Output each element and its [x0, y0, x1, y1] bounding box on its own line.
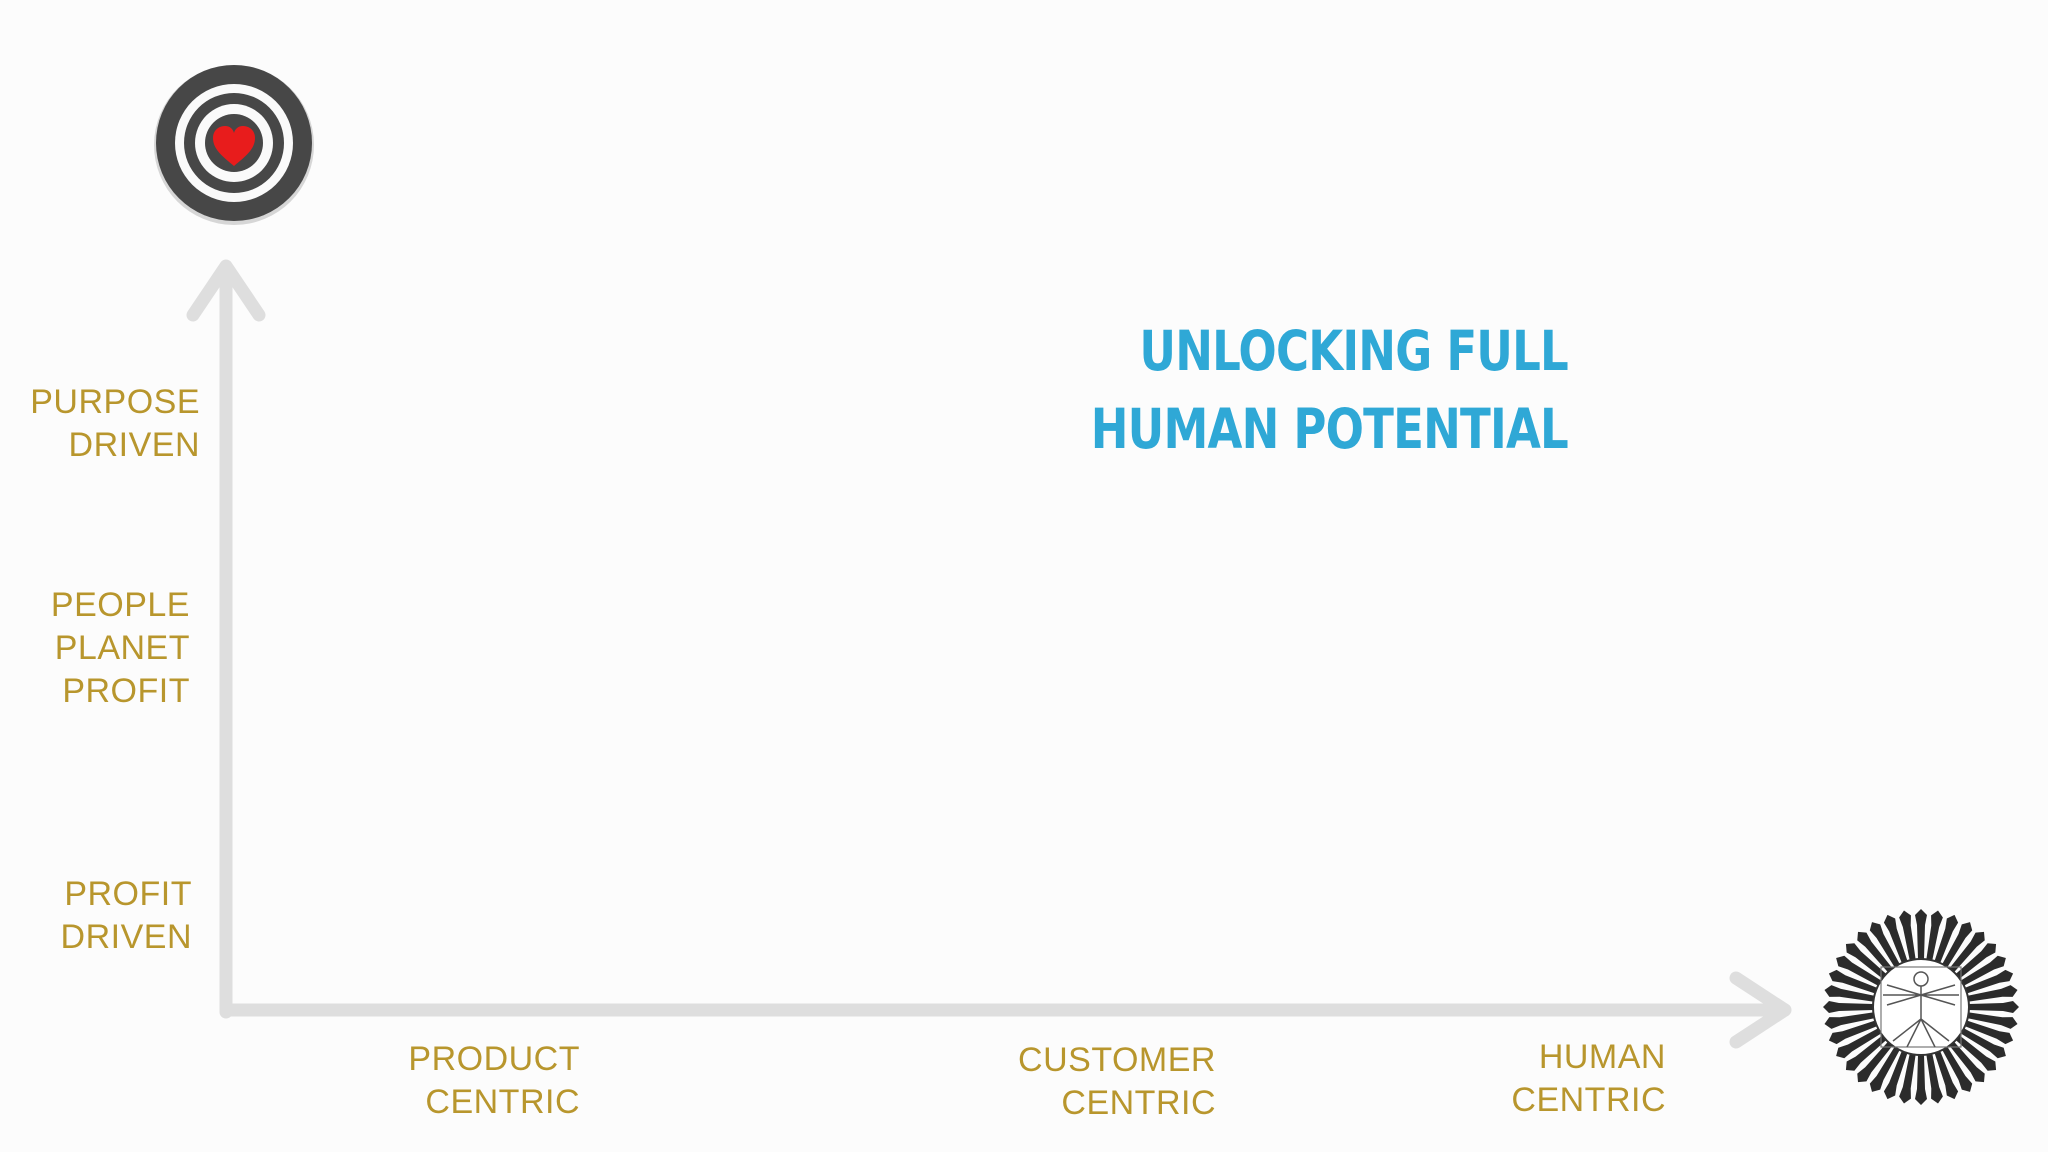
y-label-line: DRIVEN [68, 426, 200, 464]
hand-spoke [1883, 914, 1908, 963]
heart-icon [213, 126, 255, 166]
hand-spoke [1965, 1020, 2014, 1045]
y-label-line: PROFIT [64, 875, 192, 913]
x-label-line: PRODUCT [408, 1040, 580, 1078]
hand-spoke [1828, 1020, 1877, 1045]
hand-spoke [1926, 1053, 1943, 1104]
hand-spoke [1824, 1012, 1875, 1029]
hand-spoke [1828, 969, 1877, 994]
y-label-line: PURPOSE [30, 383, 200, 421]
hand-spoke [1969, 1001, 2019, 1013]
hand-spoke [1823, 1001, 1873, 1013]
x-label-product-centric: PRODUCT CENTRIC [408, 1038, 580, 1124]
x-label-line: CENTRIC [1511, 1081, 1666, 1119]
hand-spoke [1942, 922, 1973, 967]
y-label-line: PROFIT [62, 672, 190, 710]
hand-spoke [1926, 910, 1943, 961]
x-label-customer-centric: CUSTOMER CENTRIC [1018, 1039, 1216, 1125]
y-label-people-planet-profit: PEOPLE PLANET PROFIT [51, 584, 190, 713]
hand-spoke [1949, 931, 1985, 973]
hand-spoke [1883, 1051, 1908, 1100]
hand-spoke [1845, 943, 1887, 979]
hand-spoke [1845, 1035, 1887, 1071]
title-line-1: UNLOCKING FULL [1139, 319, 1568, 383]
hand-spoke [1824, 985, 1875, 1002]
hand-spoke [1836, 1028, 1881, 1059]
hand-spoke [1915, 1055, 1927, 1105]
target-heart-icon [154, 65, 314, 225]
x-label-line: HUMAN [1538, 1038, 1666, 1076]
hand-spoke [1961, 955, 2006, 986]
hand-spoke [1967, 985, 2018, 1002]
hand-spoke [1857, 931, 1893, 973]
x-axis-arrowhead [1729, 971, 1792, 1049]
hand-spoke [1934, 1051, 1959, 1100]
hand-spoke [1955, 943, 1997, 979]
hand-spoke [1915, 909, 1927, 959]
vitruvian-hands-icon [1823, 909, 2019, 1105]
y-label-line: PLANET [54, 629, 190, 667]
axes [186, 259, 1792, 1049]
hand-spoke [1857, 1041, 1893, 1083]
x-label-human-centric: HUMAN CENTRIC [1511, 1036, 1666, 1122]
hand-spoke [1955, 1035, 1997, 1071]
x-label-line: CUSTOMER [1018, 1041, 1216, 1079]
hand-spoke [1965, 969, 2014, 994]
hand-spoke [1961, 1028, 2006, 1059]
hand-spoke [1899, 910, 1916, 961]
hand-spoke [1934, 914, 1959, 963]
x-label-line: CENTRIC [425, 1083, 580, 1121]
y-label-line: PEOPLE [50, 586, 190, 624]
hand-spoke [1967, 1012, 2018, 1029]
title-line-2: HUMAN POTENTIAL [1090, 397, 1569, 461]
y-label-profit-driven: PROFIT DRIVEN [61, 873, 192, 959]
hand-spoke [1869, 1047, 1900, 1092]
hand-spoke [1949, 1041, 1985, 1083]
y-label-line: DRIVEN [60, 918, 192, 956]
hand-spoke [1836, 955, 1881, 986]
y-axis-arrowhead [186, 259, 266, 322]
hand-spoke [1942, 1047, 1973, 1092]
hand-spoke [1899, 1053, 1916, 1104]
diagram-title: UNLOCKING FULL HUMAN POTENTIAL [1090, 312, 1569, 468]
x-label-line: CENTRIC [1061, 1084, 1216, 1122]
y-label-purpose-driven: PURPOSE DRIVEN [30, 381, 200, 467]
hand-spoke [1869, 922, 1900, 967]
